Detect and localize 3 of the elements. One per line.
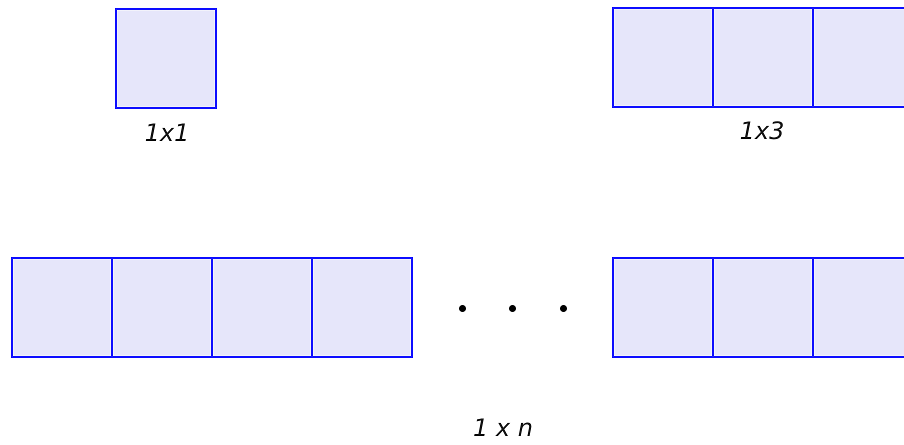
caption-text: 1 x n (473, 413, 533, 443)
caption-text: 1x3 (740, 116, 784, 146)
caption-text: 1x1 (144, 118, 190, 148)
